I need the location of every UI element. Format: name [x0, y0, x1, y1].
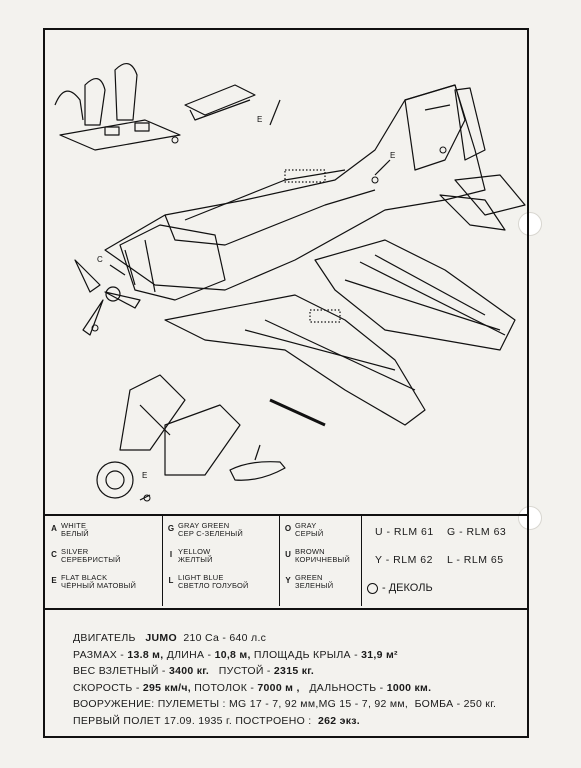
- center-wing: [164, 294, 426, 426]
- legend-ru: СЕР С-ЗЕЛЕНЫЙ: [178, 529, 243, 538]
- legend-en: GREEN: [295, 573, 323, 582]
- engine-cowling: [119, 224, 226, 301]
- legend-key: L: [168, 576, 174, 585]
- legend-ru: БЕЛЫЙ: [61, 529, 89, 538]
- legend-en: FLAT BLACK: [61, 573, 108, 582]
- decal-label: - ДЕКОЛЬ: [382, 582, 433, 594]
- spec-dimensions: РАЗМАХ - 13.8 м, ДЛИНА - 10,8 м, ПЛОЩАДЬ…: [73, 648, 398, 661]
- spec-armament: ВООРУЖЕНИЕ: ПУЛЕМЕТЫ : MG 17 - 7, 92 мм,…: [73, 698, 497, 710]
- legend-key: U: [285, 550, 291, 559]
- label-e: E: [257, 115, 262, 124]
- legend-key: C: [51, 550, 57, 559]
- exhaust-strip: [269, 398, 326, 427]
- legend-en: WHITE: [61, 521, 87, 530]
- legend-en: SILVER: [61, 547, 89, 556]
- decal-marker: [171, 136, 179, 144]
- legend-en: BROWN: [295, 547, 325, 556]
- punch-hole: [518, 212, 542, 236]
- legend-ru: СВЕТЛО ГОЛУБОЙ: [178, 581, 249, 590]
- horizontal-stabilizer: [454, 174, 526, 216]
- decal-marker: [439, 146, 447, 154]
- decal-marker: [91, 324, 99, 332]
- bomb: [229, 461, 286, 481]
- legend-ru: КОРИЧНЕВЫЙ: [295, 555, 350, 564]
- legend-key: O: [284, 524, 292, 533]
- legend-ru: ЗЕЛЕНЫЙ: [295, 581, 334, 590]
- rlm-code: G - RLM 63: [447, 526, 507, 538]
- decal-circle-icon: [367, 582, 378, 594]
- cockpit-tub: [184, 84, 256, 116]
- spec-first-flight: ПЕРВЫЙ ПОЛЕТ 17.09. 1935 г. ПОСТРОЕНО : …: [73, 714, 360, 727]
- legend-ru: ЖЕЛТЫЙ: [178, 555, 213, 564]
- spec-weight: ВЕС ВЗЛЕТНЫЙ - 3400 кг. ПУСТОЙ - 2315 кг…: [73, 665, 315, 677]
- legend-en: GRAY: [295, 521, 317, 530]
- label-c: C: [97, 255, 103, 264]
- specifications: ДВИГАТЕЛЬ JUMO 210 Са - 640 л.с РАЗМАХ -…: [73, 630, 496, 729]
- rudder: [454, 87, 486, 161]
- assembly-diagram: E E E C: [45, 30, 527, 514]
- right-wing: [314, 239, 516, 351]
- legend-ru: СЕРЕБРИСТЫЙ: [61, 555, 121, 564]
- label-e: E: [390, 151, 395, 160]
- spec-performance: СКОРОСТЬ - 295 км/ч, ПОТОЛОК - 7000 м , …: [73, 681, 432, 694]
- rlm-code: L - RLM 65: [447, 554, 504, 566]
- decal-note: - ДЕКОЛЬ: [367, 582, 433, 594]
- rlm-code: U - RLM 61: [375, 526, 434, 538]
- vertical-tail: [404, 84, 466, 171]
- cockpit-floor: [59, 119, 181, 151]
- legend-key: E: [51, 576, 57, 585]
- gear-fairing-left: [119, 374, 186, 451]
- fuselage: [104, 84, 486, 291]
- propeller: [74, 259, 141, 336]
- canopy-frame: [54, 90, 84, 121]
- main-wheel: [96, 461, 134, 499]
- legend-ru: СЕРЫЙ: [295, 529, 324, 538]
- legend-key: Y: [285, 576, 291, 585]
- legend-en: LIGHT BLUE: [178, 573, 224, 582]
- exploded-view-drawing: E E E C: [54, 63, 526, 502]
- legend-en: YELLOW: [178, 547, 211, 556]
- spec-engine: ДВИГАТЕЛЬ JUMO 210 Са - 640 л.с: [73, 632, 267, 644]
- rlm-code: Y - RLM 62: [375, 554, 433, 566]
- gear-fairing-right: [164, 404, 241, 476]
- legend-key: G: [167, 524, 175, 533]
- legend-ru: ЧЁРНЫЙ МАТОВЫЙ: [61, 581, 137, 590]
- legend-key: A: [51, 524, 57, 533]
- punch-hole: [518, 506, 542, 530]
- label-e: E: [142, 471, 147, 480]
- legend-key: I: [169, 550, 173, 559]
- decal-marker: [371, 176, 379, 184]
- decal-marker: [143, 494, 151, 502]
- legend-en: GRAY GREEN: [178, 521, 230, 530]
